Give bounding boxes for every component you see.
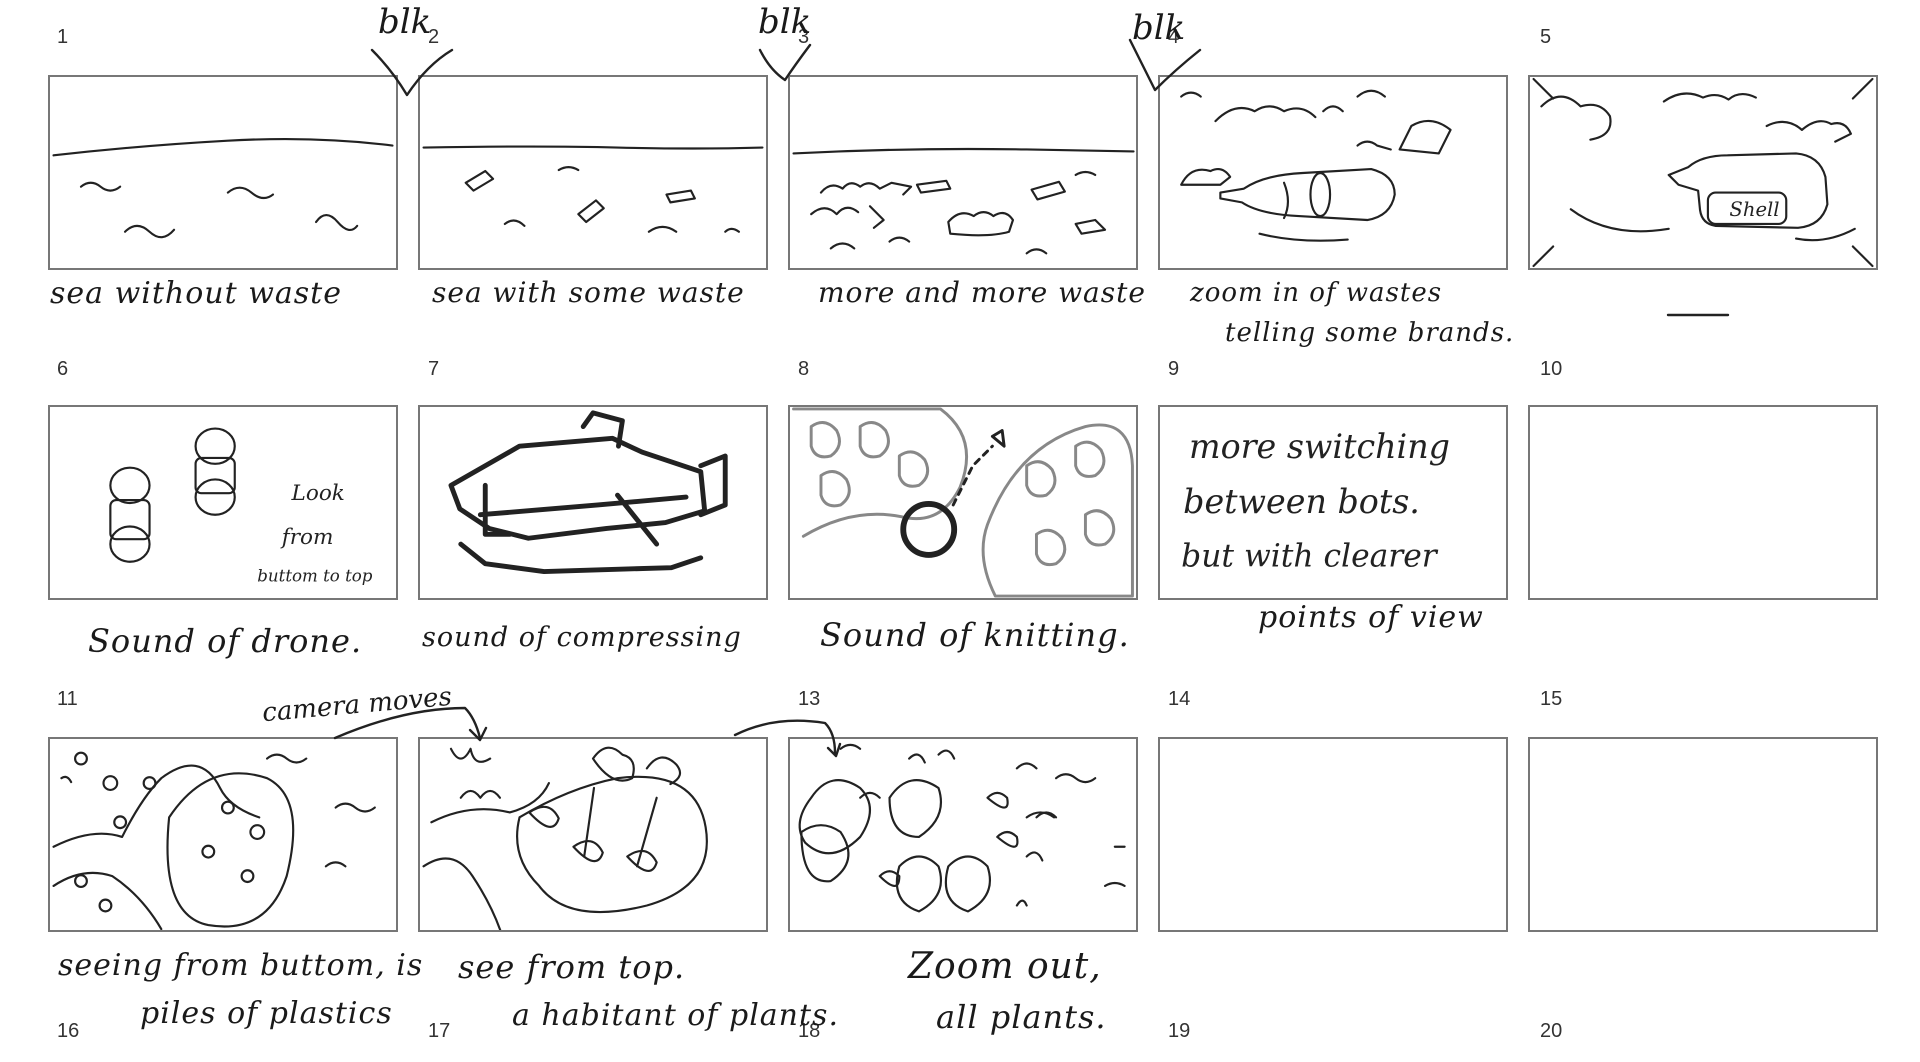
caption-panel-4-line2: telling some brands. xyxy=(1225,318,1515,348)
panel-number-9: 9 xyxy=(1168,358,1180,380)
panel-7-compressing-cube xyxy=(418,405,768,600)
panel-number-17: 17 xyxy=(428,1020,451,1042)
caption-panel-7: sound of compressing xyxy=(422,622,742,653)
panel-1-sea-without-waste xyxy=(48,75,398,270)
panel-11-piles-of-plastics xyxy=(48,737,398,932)
caption-panel-12-line1: see from top. xyxy=(458,948,686,986)
caption-panel-1: sea without waste xyxy=(50,276,342,311)
switching-note-line2: between bots. xyxy=(1183,482,1420,521)
panel-8-knitting-plants xyxy=(788,405,1138,600)
panel-10-empty xyxy=(1528,405,1878,600)
panel-number-11: 11 xyxy=(57,688,78,710)
blk4-annotation: blk xyxy=(1132,8,1186,48)
switching-note-line1: more switching xyxy=(1189,427,1450,466)
panel-number-19: 19 xyxy=(1168,1020,1191,1042)
panel-number-4: 4 xyxy=(1168,26,1180,48)
switching-note-line3: but with clearer xyxy=(1181,539,1439,575)
look-note-line1: Look xyxy=(291,481,345,506)
caption-panel-8: Sound of knitting. xyxy=(820,616,1130,654)
panel-5-shell-bottle: Shell xyxy=(1528,75,1878,270)
caption-panel-4-line1: zoom in of wastes xyxy=(1190,278,1443,308)
panel-number-16: 16 xyxy=(57,1020,80,1042)
panel-number-6: 6 xyxy=(57,358,69,380)
caption-panel-11-line1: seeing from buttom, is xyxy=(58,948,424,983)
horizon-line xyxy=(52,137,394,157)
bottle-outline xyxy=(1219,167,1396,222)
caption-panel-9-line4: points of view xyxy=(1258,600,1484,635)
panel-number-2: 2 xyxy=(428,26,440,48)
caption-panel-2: sea with some waste xyxy=(432,276,745,309)
caption-panel-3: more and more waste xyxy=(818,276,1146,309)
caption-panel-13-line2: all plants. xyxy=(936,998,1107,1036)
caption-panel-12-line2: a habitant of plants. xyxy=(512,998,839,1033)
shell-brand-label: Shell xyxy=(1729,198,1779,221)
panel-number-13: 13 xyxy=(798,688,821,710)
caption-panel-6: Sound of drone. xyxy=(88,622,363,660)
panel-6-drones-bottom-to-top: Look from buttom to top xyxy=(48,405,398,600)
panel-number-10: 10 xyxy=(1540,358,1563,380)
blk3-annotation: blk xyxy=(758,2,812,42)
panel-number-18: 18 xyxy=(798,1020,821,1042)
drone-rotor xyxy=(109,466,151,505)
panel-12-habitant-of-plants xyxy=(418,737,768,932)
look-note-line3: buttom to top xyxy=(257,566,373,585)
look-note-line2: from xyxy=(280,525,334,550)
focus-ring xyxy=(900,501,958,558)
panel-number-14: 14 xyxy=(1168,688,1191,710)
panel-number-5: 5 xyxy=(1540,26,1552,48)
panel-4-zoom-in-of-wastes xyxy=(1158,75,1508,270)
panel-number-1: 1 xyxy=(57,26,69,48)
panel-15-empty xyxy=(1528,737,1878,932)
panel-9-switching-between-bots: more switching between bots. but with cl… xyxy=(1158,405,1508,600)
panel-number-15: 15 xyxy=(1540,688,1563,710)
caption-panel-13-line1: Zoom out, xyxy=(908,946,1102,987)
panel-2-sea-with-some-waste xyxy=(418,75,768,270)
caption-panel-11-line2: piles of plastics xyxy=(140,996,393,1031)
panel-number-7: 7 xyxy=(428,358,440,380)
panel-14-empty xyxy=(1158,737,1508,932)
panel-13-all-plants xyxy=(788,737,1138,932)
camera-moves-annotation: camera moves xyxy=(261,681,453,729)
panel-number-3: 3 xyxy=(798,26,810,48)
panel-number-20: 20 xyxy=(1540,1020,1563,1042)
panel-number-8: 8 xyxy=(798,358,810,380)
blk2-annotation: blk xyxy=(378,2,432,42)
panel-3-more-and-more-waste xyxy=(788,75,1138,270)
